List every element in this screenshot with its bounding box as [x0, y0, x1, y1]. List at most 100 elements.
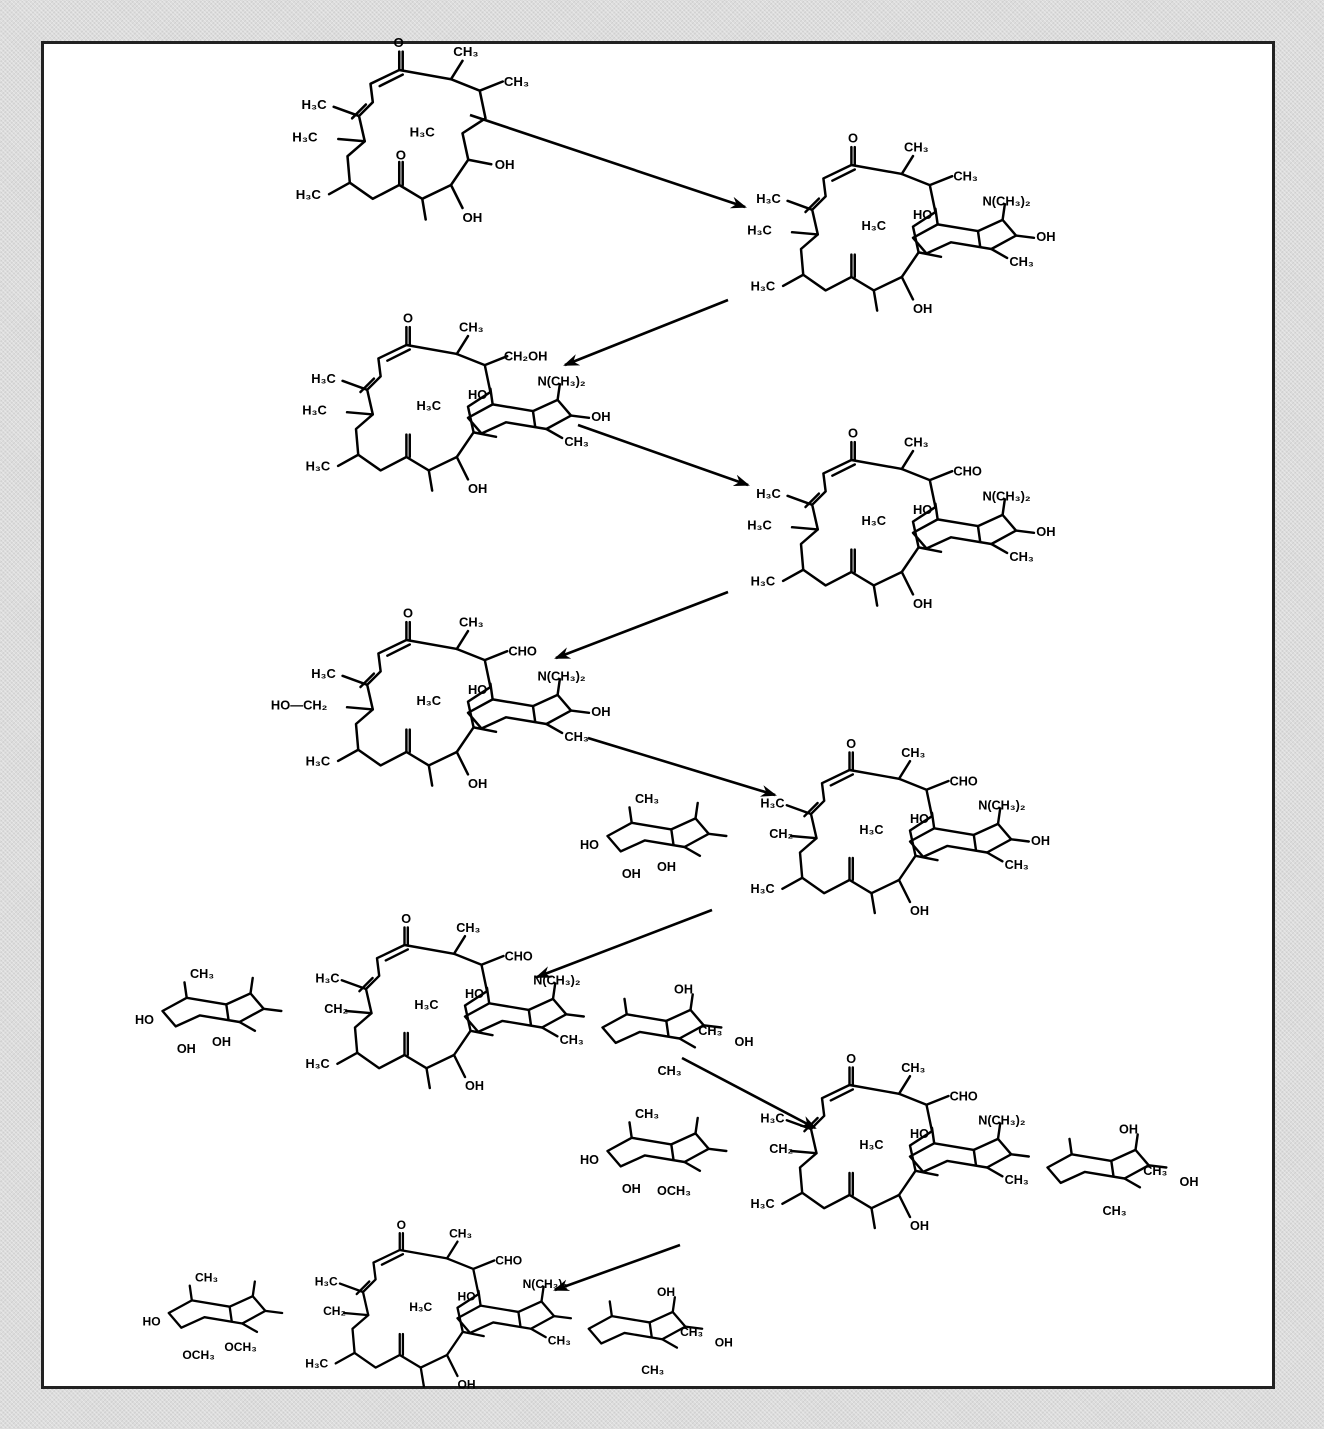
hydroxyl-label: OH — [657, 860, 676, 874]
methyl-label: H₃C — [760, 1111, 784, 1125]
methyl-label: CH₃ — [1005, 1173, 1029, 1187]
hydroxyl-label: HO — [468, 682, 487, 697]
methyl-label: H₃C — [409, 1300, 432, 1314]
methoxy-label: OCH₃ — [182, 1348, 214, 1362]
methyl-label: H₃C — [861, 513, 886, 528]
dimethylamino-label: N(CH₃)₂ — [978, 1114, 1025, 1128]
aldehyde-label: CHO — [495, 1254, 522, 1268]
methyl-label: CH₃ — [635, 792, 659, 806]
ketone-label: O — [403, 311, 413, 326]
methyl-label: H₃C — [410, 125, 436, 140]
aldehyde-label: CHO — [950, 1089, 978, 1103]
methyl-label: H₃C — [311, 666, 336, 681]
dimethylamino-label: N(CH₃)₂ — [978, 799, 1025, 813]
dimethylamino-label: N(CH₃)₂ — [537, 373, 585, 388]
methyl-label: CH₃ — [564, 729, 589, 744]
hydroxyl-label: OH — [177, 1042, 196, 1056]
aldehyde-label: CHO — [953, 464, 982, 479]
reaction-arrow — [554, 590, 729, 660]
methyl-label: H₃C — [751, 573, 776, 588]
dimethylamino-label: N(CH₃)₂ — [537, 668, 585, 683]
methyl-label: CH₃ — [904, 435, 929, 450]
ketone-label: O — [403, 606, 413, 621]
methyl-label: CH₃ — [904, 140, 929, 155]
methyl-label: H₃C — [747, 222, 772, 237]
methyl-label: CH₃ — [449, 1226, 472, 1240]
methoxy-label: OCH₃ — [657, 1184, 691, 1198]
structure-7: O CH₃ CHO H₃C CH₂ H₃C H₃C OH HO N(CH₃)₂ … — [135, 912, 753, 1093]
methyl-label: CH₃ — [459, 615, 484, 630]
hydroxyl-label: HO — [580, 1153, 599, 1167]
hydroxyl-label: OH — [735, 1035, 754, 1049]
methyl-label: CH₃ — [641, 1363, 664, 1377]
structure-1: O CH₃ CH₃ H₃C H₃C H₃C H₃C OH OH O — [292, 35, 529, 225]
hydroxyl-label: HO — [142, 1315, 160, 1329]
hydroxyl-label: OH — [212, 1035, 231, 1049]
aldehyde-label: CHO — [505, 949, 533, 963]
methyl-label: H₃C — [756, 191, 781, 206]
hydroxyl-label: OH — [1180, 1175, 1199, 1189]
methyl-label: CH₃ — [1009, 254, 1034, 269]
hydroxyl-label: OH — [591, 409, 610, 424]
methyl-label: CH₃ — [1143, 1164, 1167, 1178]
methylene-label: CH₂ — [323, 1304, 346, 1318]
methyl-label: H₃C — [305, 1357, 328, 1371]
methylene-label: CH₂ — [769, 1142, 793, 1156]
hydroxyl-label: OH — [913, 301, 932, 316]
hydroxyl-label: HO — [910, 1127, 929, 1141]
hydroxyl-label: HO — [913, 502, 932, 517]
hydroxyl-label: OH — [910, 1219, 929, 1233]
methyl-label: CH₃ — [548, 1334, 571, 1348]
methyl-label: CH₃ — [190, 967, 214, 981]
hydroxyl-label: OH — [1119, 1122, 1138, 1136]
reaction-arrow — [587, 736, 777, 797]
methyl-label: CH₃ — [453, 44, 478, 59]
ethyl-label: CH₃ — [504, 74, 529, 89]
diagram-frame — [41, 41, 1275, 1389]
structure-3: O CH₃ CH₂OH H₃C H₃C H₃C H₃C OH HO N(CH₃)… — [302, 311, 610, 496]
methyl-label: CH₃ — [564, 434, 589, 449]
hydroxyl-label: HO — [580, 838, 599, 852]
methyl-label: CH₃ — [459, 320, 484, 335]
methyl-label: H₃C — [315, 971, 339, 985]
methyl-label: H₃C — [751, 882, 775, 896]
methyl-label: CH₃ — [195, 1271, 218, 1285]
hydroxyl-label: OH — [674, 982, 693, 996]
hydroxyl-label: OH — [657, 1285, 675, 1299]
methyl-label: H₃C — [311, 371, 336, 386]
ketone-label: O — [397, 1218, 406, 1232]
methyl-label: H₃C — [302, 402, 327, 417]
hydroxyl-label: OH — [622, 1182, 641, 1196]
methyl-label: CH₃ — [1005, 858, 1029, 872]
methyl-label: CH₃ — [560, 1033, 584, 1047]
methyl-label: H₃C — [756, 486, 781, 501]
hydroxyl-label: HO — [910, 812, 929, 826]
lactone-label: O — [396, 148, 406, 163]
hydroxyl-label: OH — [458, 1378, 476, 1392]
methyl-label: CH₃ — [901, 1061, 925, 1075]
reaction-arrow — [563, 298, 729, 367]
hydroxyl-label: OH — [495, 157, 515, 172]
methyl-label: H₃C — [306, 753, 331, 768]
ethyl-label: CH₃ — [953, 169, 978, 184]
methyl-label: H₃C — [416, 693, 441, 708]
hydroxyl-label: HO — [458, 1289, 476, 1303]
ketone-label: O — [848, 131, 858, 146]
hydroxyl-label: OH — [622, 867, 641, 881]
methyl-label: H₃C — [751, 1197, 775, 1211]
methyl-label: H₃C — [416, 398, 441, 413]
methyl-label: H₃C — [292, 129, 318, 144]
hydroxyl-label: HO — [468, 387, 487, 402]
hydroxyl-label: OH — [463, 210, 483, 225]
hydroxyl-label: OH — [715, 1336, 733, 1350]
ketone-label: O — [846, 1052, 856, 1066]
methyl-label: H₃C — [747, 517, 772, 532]
reaction-arrow — [577, 423, 750, 487]
methyl-label: CH₃ — [680, 1325, 703, 1339]
hydroxyl-label: OH — [1031, 834, 1050, 848]
methyl-label: CH₃ — [658, 1064, 682, 1078]
methylene-label: CH₂ — [324, 1002, 348, 1016]
hydroxyl-label: OH — [591, 704, 610, 719]
structure-4: O CH₃ CHO H₃C H₃C H₃C H₃C OH HO N(CH₃)₂ … — [747, 426, 1055, 611]
methyl-label: H₃C — [760, 796, 784, 810]
